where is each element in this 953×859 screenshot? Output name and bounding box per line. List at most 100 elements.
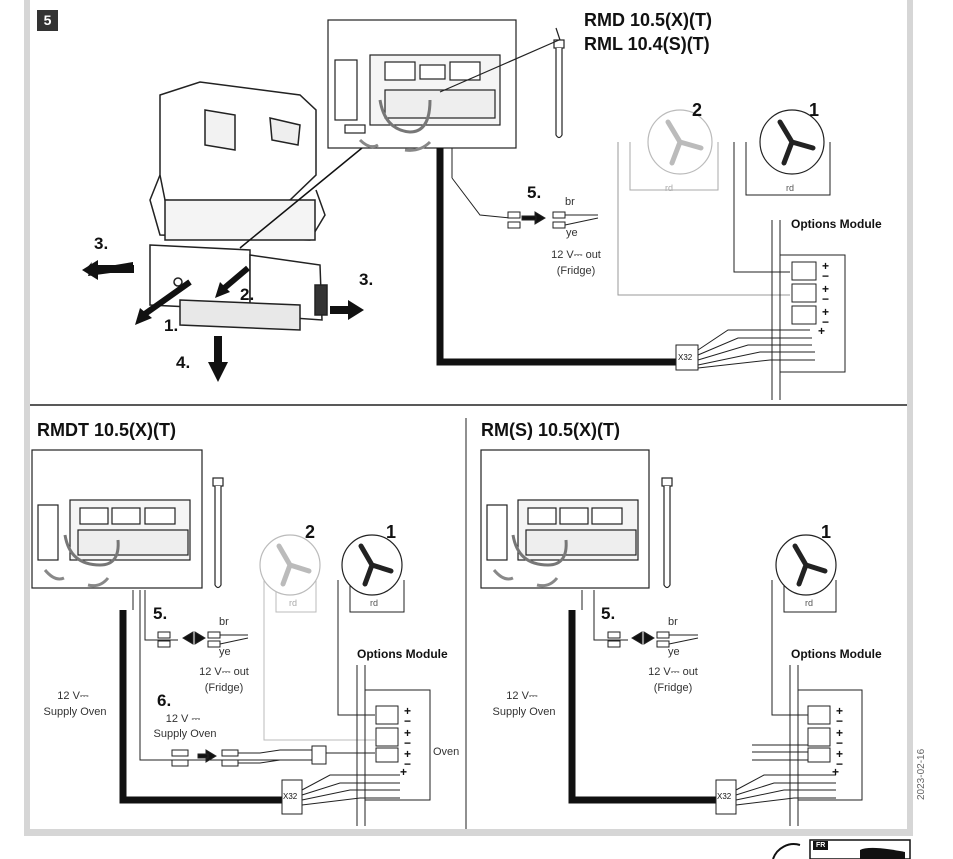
supply-label: Supply Oven [43,706,107,718]
fan-number: 2 [305,522,316,542]
wire-color-label: ye [668,646,680,658]
fan-icon [775,534,837,596]
terminal-sign: + [822,282,830,296]
terminal-sign: + [818,324,826,338]
fan-number: 1 [821,522,832,542]
connector-label: X32 [283,792,298,801]
wire-color-label: rd [786,183,795,193]
connector-label: X32 [678,353,693,362]
figure-number-badge: 5 [37,10,58,31]
terminal-sign: − [404,757,412,771]
fan-wires-bottom-right [735,580,837,806]
wire-color-label: br [565,196,575,208]
connector-label: X32 [717,792,732,801]
terminal-sign: + [832,765,840,779]
terminal-sign: + [836,747,844,761]
step-label: 5. [527,183,542,202]
fan-wires-top [617,142,831,369]
fan-number: 1 [386,522,397,542]
terminal-sign: − [822,315,830,329]
wire-color-label: br [668,616,678,628]
model-title: RMDT 10.5(X)(T) [37,420,176,440]
terminal-sign: + [400,765,408,779]
supply-label: Supply Oven [153,728,217,740]
output-label: (Fridge) [653,682,693,694]
supply-label: 12 V⎓ [506,690,538,702]
step-label: 1. [164,316,179,335]
terminal-sign: + [822,305,830,319]
wire-color-label: rd [805,598,814,608]
document-date: 2023-02-16 [916,748,927,800]
terminal-sign: − [836,757,844,771]
fan-number: 1 [809,100,820,120]
connector-x32-box [715,779,737,815]
terminal-sign: + [404,726,412,740]
main-cable [119,610,282,804]
options-module-bottom-left [356,665,431,826]
temperature-sensor [439,27,565,139]
oven-label: Oven [433,746,460,758]
terminal-sign: + [836,726,844,740]
temperature-sensor [661,477,673,589]
step-label: 5. [601,604,616,623]
connector-x32-box [675,344,699,371]
terminal-sign: − [822,269,830,283]
wire-color-label: br [219,616,229,628]
controller-board-bottom-left [31,449,203,589]
output-label: (Fridge) [204,682,244,694]
wire-color-label: rd [665,183,674,193]
terminal-sign: − [404,714,412,728]
connector-pair-top [507,211,599,229]
fan-icon [341,534,403,596]
language-badge: FR [813,841,829,850]
step-label: 3. [359,270,374,289]
step-label: 5. [153,604,168,623]
terminal-sign: + [404,747,412,761]
model-title: RMD 10.5(X)(T) [584,10,713,30]
wire-color-label: rd [289,598,298,608]
output-label: 12 V⎓ out [648,666,698,678]
wire-color-label: rd [370,598,379,608]
fan-icon [647,109,713,175]
fan-icon [259,534,321,596]
options-module-label: Options Module [791,217,882,231]
supply-label: Supply Oven [492,706,556,718]
output-label: 12 V⎓ out [199,666,249,678]
step-label: 6. [157,691,172,710]
supply-label: 12 V ⎓ [165,713,201,725]
terminal-sign: + [836,704,844,718]
controller-board-bottom-right [480,449,650,589]
temperature-sensor [212,477,224,589]
footer-logo [772,839,911,859]
options-module-bottom-right [789,665,863,826]
model-title: RML 10.4(S)(T) [584,34,710,54]
terminal-sign: − [822,292,830,306]
fan-number: 2 [692,100,703,120]
terminal-sign: + [404,704,412,718]
options-module-label: Options Module [791,647,882,661]
main-cable [436,148,676,366]
fan-wires-bottom-left [263,580,405,806]
terminal-sign: − [836,736,844,750]
output-label: (Fridge) [556,265,596,277]
terminal-sign: − [836,714,844,728]
step-label: 2. [240,285,255,304]
controller-board-top [327,19,517,152]
connector-pair-bottom-left [157,631,327,767]
wire-color-label: ye [219,646,231,658]
direction-arrows [82,147,364,382]
terminal-sign: − [404,736,412,750]
supply-label: 12 V⎓ [57,690,89,702]
terminal-sign: + [822,259,830,273]
options-module-top [771,220,846,400]
model-title: RM(S) 10.5(X)(T) [481,420,620,440]
connector-pair-bottom-right [607,631,699,648]
output-label: 12 V⎓ out [551,249,601,261]
wire-color-label: ye [566,227,578,239]
main-cable [568,610,716,804]
options-module-label: Options Module [357,647,448,661]
step-label: 3. [94,234,109,253]
step-label: 4. [176,353,191,372]
connector-x32-box [281,779,303,815]
